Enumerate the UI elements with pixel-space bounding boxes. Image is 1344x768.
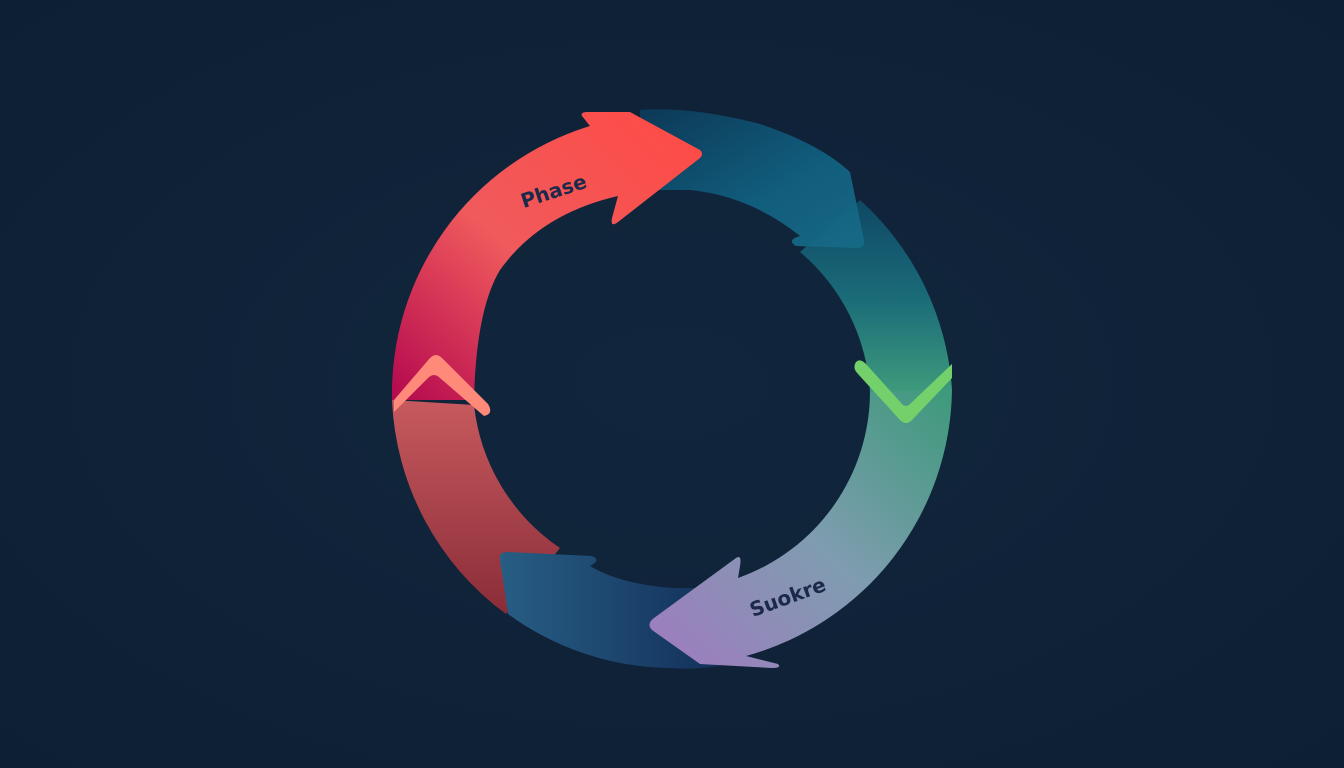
cycle-segment-phase <box>391 112 702 400</box>
cycle-segment-top-right <box>640 109 865 248</box>
cycle-segment-suokre <box>649 390 952 668</box>
chevron-down-icon <box>854 360 952 423</box>
cycle-segment-right <box>800 200 952 392</box>
chevron-up-icon <box>394 355 491 416</box>
